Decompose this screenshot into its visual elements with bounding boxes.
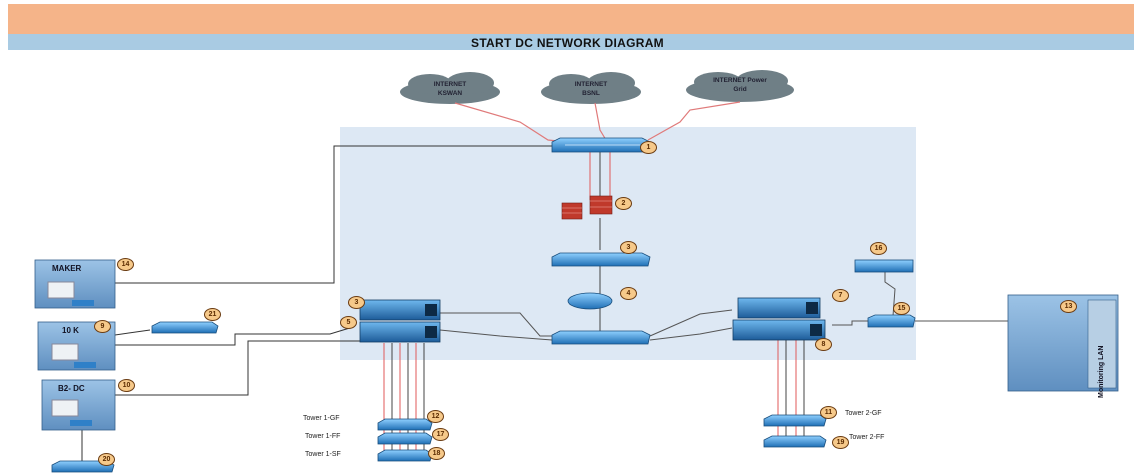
badge-1: 1 (640, 141, 657, 154)
badge-7: 7 (832, 289, 849, 302)
badge-3-dist: 3 (348, 296, 365, 309)
header-band (8, 4, 1134, 34)
badge-9: 9 (94, 320, 111, 333)
cloud-label-bsnl: INTERNET BSNL (567, 80, 615, 98)
site-links (81, 145, 553, 461)
badge-3-core: 3 (620, 241, 637, 254)
switch-15 (867, 314, 916, 328)
distribution-switch-left (359, 299, 441, 343)
site-label-maker: MAKER (52, 264, 82, 273)
site-label-b2dc: B2- DC (58, 384, 85, 393)
firewall-icon (561, 195, 613, 220)
cloud-powergrid (686, 70, 794, 102)
badge-21: 21 (204, 308, 221, 321)
badge-5: 5 (340, 316, 357, 329)
router-icon (567, 292, 613, 310)
badge-15: 15 (893, 302, 910, 315)
badge-16: 16 (870, 242, 887, 255)
site-box-b2dc (41, 379, 116, 431)
cloud-powergrid-line1: INTERNET Power (713, 77, 767, 84)
monitoring-lan-label: Monitoring LAN (1098, 345, 1105, 399)
title-band (8, 34, 1134, 50)
badge-11: 11 (820, 406, 837, 419)
badge-19: 19 (832, 436, 849, 449)
tower-label-t2gf: Tower 2-GF (845, 410, 882, 417)
badge-17: 17 (432, 428, 449, 441)
cloud-label-powergrid: INTERNET Power Grid (700, 76, 780, 94)
tower-label-t2ff: Tower 2-FF (849, 434, 885, 441)
cloud-powergrid-line2: Grid (733, 86, 747, 93)
core-chain-red-links (589, 150, 611, 200)
cloud-bsnl-line2: BSNL (582, 90, 600, 97)
cloud-ksswan (400, 72, 500, 104)
diagram-title: START DC NETWORK DIAGRAM (471, 36, 664, 50)
internet-links (454, 101, 741, 143)
cloud-bsnl-line1: INTERNET (574, 81, 608, 88)
core-switch-1 (551, 137, 651, 153)
badge-18: 18 (428, 447, 445, 460)
tower-switches-right (763, 414, 827, 448)
tower-label-t1ff: Tower 1-FF (305, 433, 341, 440)
badge-20: 20 (98, 453, 115, 466)
cloud-ksswan-line2: KSWAN (437, 90, 463, 97)
cloud-bsnl (541, 72, 641, 104)
core-switch-bottom (551, 330, 651, 345)
tower-label-t1gf: Tower 1-GF (303, 415, 340, 422)
badge-10: 10 (118, 379, 135, 392)
badge-14: 14 (117, 258, 134, 271)
tower-switches-left (377, 418, 433, 462)
site-label-tenk: 10 K (62, 326, 79, 335)
cloud-ksswan-line1: INTERNET (433, 81, 467, 88)
badge-12: 12 (427, 410, 444, 423)
hub-16 (854, 259, 914, 273)
cloud-label-ksswan: INTERNET KSWAN (426, 80, 474, 98)
distribution-switch-right (732, 297, 826, 341)
badge-2: 2 (615, 197, 632, 210)
tower-label-t1sf: Tower 1-SF (305, 451, 341, 458)
site-box-maker (34, 259, 116, 309)
core-switch-3 (551, 252, 651, 267)
badge-4: 4 (620, 287, 637, 300)
switch-21 (151, 321, 219, 334)
badge-13: 13 (1060, 300, 1077, 313)
badge-8: 8 (815, 338, 832, 351)
